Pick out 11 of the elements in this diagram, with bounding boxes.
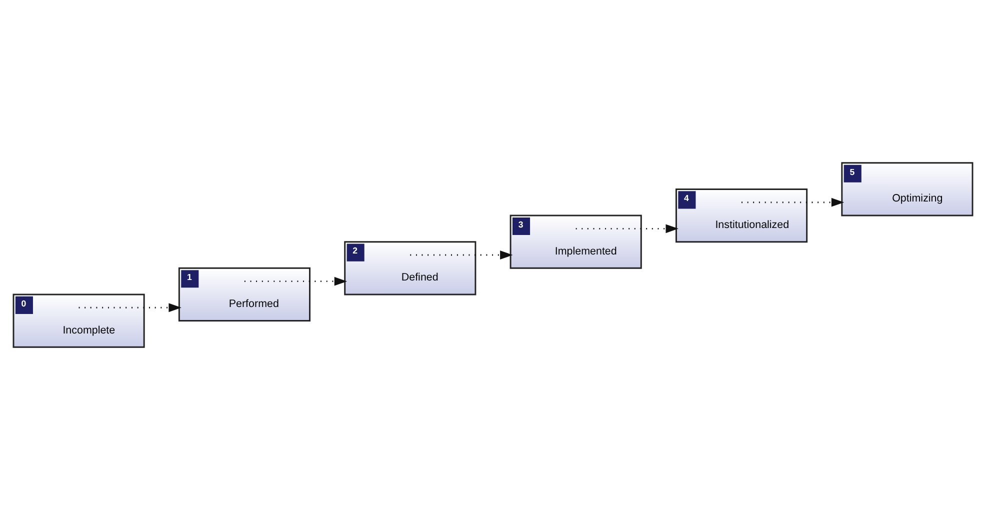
arrow — [78, 302, 182, 312]
node-box: 1 Performed — [178, 266, 310, 322]
node-box: 0 Incomplete — [12, 293, 145, 348]
arrow — [742, 197, 844, 206]
node-box: 2 Defined — [344, 240, 476, 295]
node-box: 3 Implemented — [510, 214, 642, 268]
arrow — [576, 224, 678, 233]
arrow — [410, 250, 513, 259]
arrow — [244, 276, 348, 286]
node-box: 5 Optimizing — [841, 162, 974, 216]
node-box: 4 Institutionalized — [676, 188, 808, 242]
